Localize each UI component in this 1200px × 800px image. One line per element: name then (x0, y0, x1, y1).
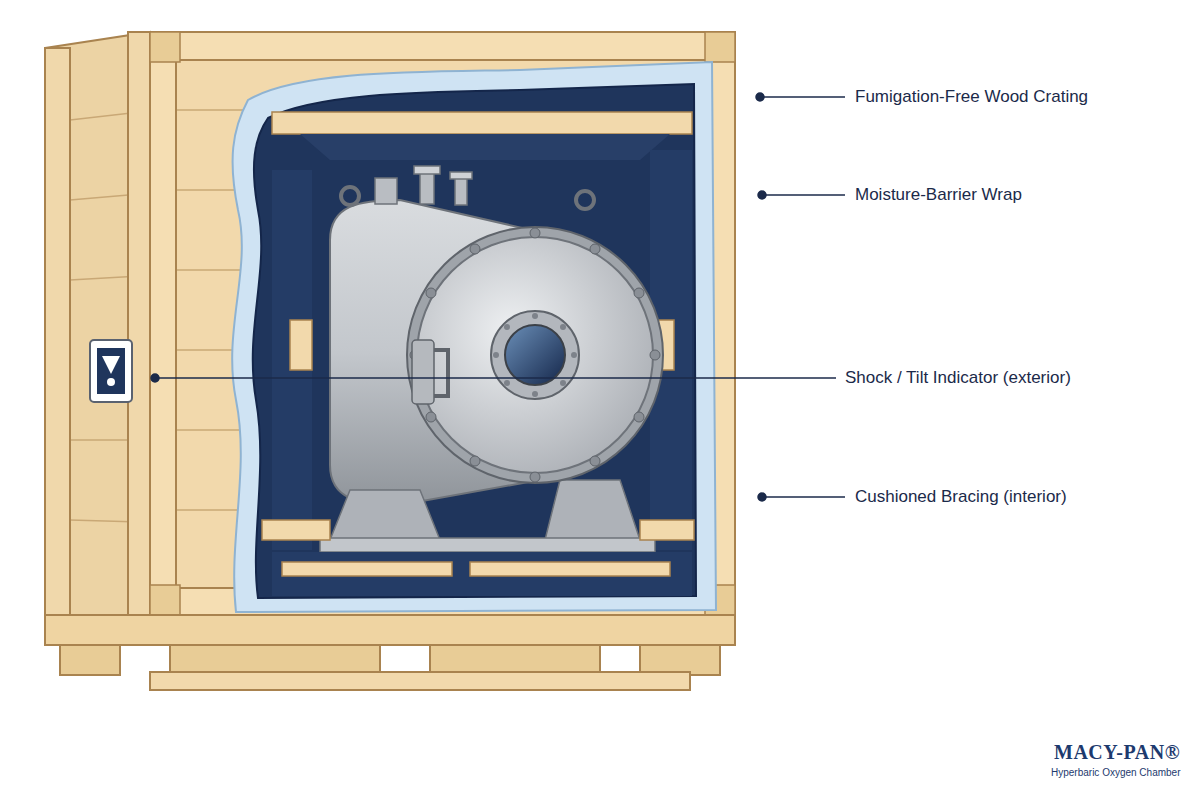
callout-label: Shock / Tilt Indicator (exterior) (845, 368, 1071, 388)
callout-label: Moisture-Barrier Wrap (855, 185, 1022, 205)
brand-tagline: Hyperbaric Oxygen Chamber (1051, 767, 1181, 779)
brand-logo: MACY-PAN® (1054, 740, 1180, 764)
callout-label: Cushioned Bracing (interior) (855, 487, 1067, 507)
callout-label: Fumigation-Free Wood Crating (855, 87, 1088, 107)
